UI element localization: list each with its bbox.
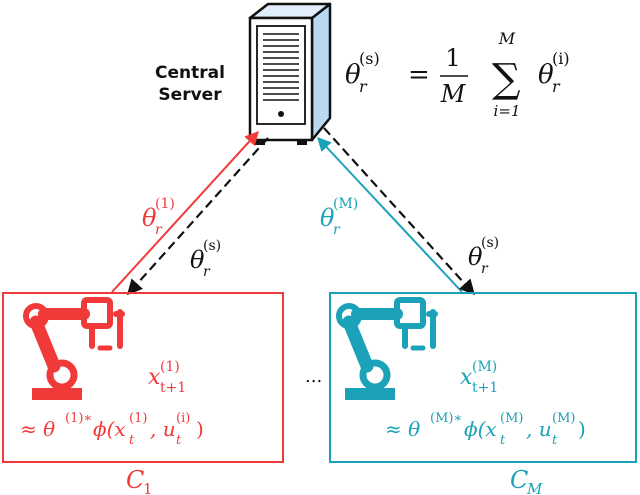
label-down-clientM-sup: (s) xyxy=(481,235,499,251)
client1-approx-close: ) xyxy=(196,417,204,441)
label-up-clientM: θ r (M) xyxy=(320,196,358,238)
label-up-clientM-base: θ xyxy=(320,204,335,232)
label-down-client1-base: θ xyxy=(190,246,205,274)
client1-approx-mid: , u xyxy=(150,417,176,441)
agg-lhs-base: θ xyxy=(345,60,361,90)
label-down-clientM: θ r (s) xyxy=(468,235,499,277)
upload-arrow-client1 xyxy=(111,130,259,293)
clientM-approx-close: ) xyxy=(578,417,586,441)
agg-frac-num: 1 xyxy=(445,44,460,72)
label-up-clientM-sub: r xyxy=(333,222,341,238)
clientM-approx-u-sub: t xyxy=(552,433,558,448)
label-up-client1-sub: r xyxy=(155,222,163,238)
label-down-client1: θ r (s) xyxy=(190,238,221,280)
client1-approx-x-sup: (1) xyxy=(129,411,147,426)
client1-approx-u-sub: t xyxy=(176,433,182,448)
clientM-approx-x-sup: (M) xyxy=(500,411,523,426)
client1-approx-phi: ϕ(x xyxy=(93,417,126,441)
label-down-clientM-sub: r xyxy=(481,261,489,277)
agg-sum-top: M xyxy=(498,29,516,48)
robot-arm-icon-client1 xyxy=(23,297,125,400)
agg-lhs-sup: (s) xyxy=(359,49,380,68)
agg-equals: = xyxy=(408,60,430,90)
client1-state-eq: x t+1 (1) xyxy=(148,359,186,396)
agg-term-base: θ xyxy=(538,60,554,90)
agg-term-sup: (i) xyxy=(552,49,570,68)
clientM-approx-phi: ϕ(x xyxy=(464,417,497,441)
clientM-approx-mid: , u xyxy=(526,417,552,441)
download-arrow-clientM xyxy=(323,127,476,296)
server-label-line2: Server xyxy=(158,85,222,105)
clientM-approx-prefix: ≈ θ xyxy=(385,417,420,441)
client1-box xyxy=(2,292,284,463)
agg-sum-bottom: i=1 xyxy=(494,102,521,120)
client1-state-sub: t+1 xyxy=(160,380,186,396)
client1-approx-eq: ≈ θ (1)∗ ϕ(x t (1) , u t (i) ) xyxy=(20,411,204,448)
clientM-name-base: C xyxy=(510,466,528,494)
label-up-client1-sup: (1) xyxy=(155,196,175,212)
clientM-state-sup: (M) xyxy=(472,359,497,375)
label-down-client1-sup: (s) xyxy=(203,238,221,254)
client1-approx-x-sub: t xyxy=(129,433,135,448)
clientM-box xyxy=(329,292,637,463)
label-up-client1: θ r (1) xyxy=(142,196,175,238)
upload-arrow-clientM xyxy=(317,136,463,293)
label-up-clientM-sup: (M) xyxy=(333,196,358,212)
aggregation-equation: θ r (s) = 1 M ∑ M i=1 θ r (i) xyxy=(345,29,570,120)
label-up-client1-base: θ xyxy=(142,204,157,232)
agg-lhs-sub: r xyxy=(359,77,368,96)
clientM-name-sub: M xyxy=(526,480,543,495)
clientM-state-eq: x t+1 (M) xyxy=(460,359,498,396)
client1-name-sub: 1 xyxy=(143,480,153,495)
client1-state-base: x xyxy=(148,365,161,390)
agg-frac-den: M xyxy=(440,80,467,108)
client1-name: C 1 xyxy=(126,466,153,495)
agg-term-sub: r xyxy=(552,77,561,96)
label-down-clientM-base: θ xyxy=(468,243,483,271)
clientM-approx-eq: ≈ θ (M)∗ ϕ(x t (M) , u t (M) ) xyxy=(385,411,586,448)
server-label-line1: Central xyxy=(155,63,225,83)
client1-approx-u-sup: (i) xyxy=(176,411,190,426)
label-down-client1-sub: r xyxy=(203,264,211,280)
server-icon xyxy=(248,2,332,145)
clientM-approx-sup: (M)∗ xyxy=(430,411,462,426)
download-arrow-client1 xyxy=(126,137,269,296)
clientM-approx-x-sub: t xyxy=(500,433,506,448)
agg-sum: ∑ xyxy=(492,56,521,102)
clientM-state-base: x xyxy=(460,365,473,390)
robot-arm-icon-clientM xyxy=(336,297,438,400)
clientM-approx-u-sup: (M) xyxy=(552,411,575,426)
clientM-name: C M xyxy=(510,466,543,495)
client1-state-sup: (1) xyxy=(160,359,180,375)
clients-ellipsis: ... xyxy=(305,366,322,387)
client1-name-base: C xyxy=(126,466,144,494)
client1-approx-prefix: ≈ θ xyxy=(20,417,55,441)
client1-approx-sup: (1)∗ xyxy=(65,411,92,426)
clientM-state-sub: t+1 xyxy=(472,380,498,396)
